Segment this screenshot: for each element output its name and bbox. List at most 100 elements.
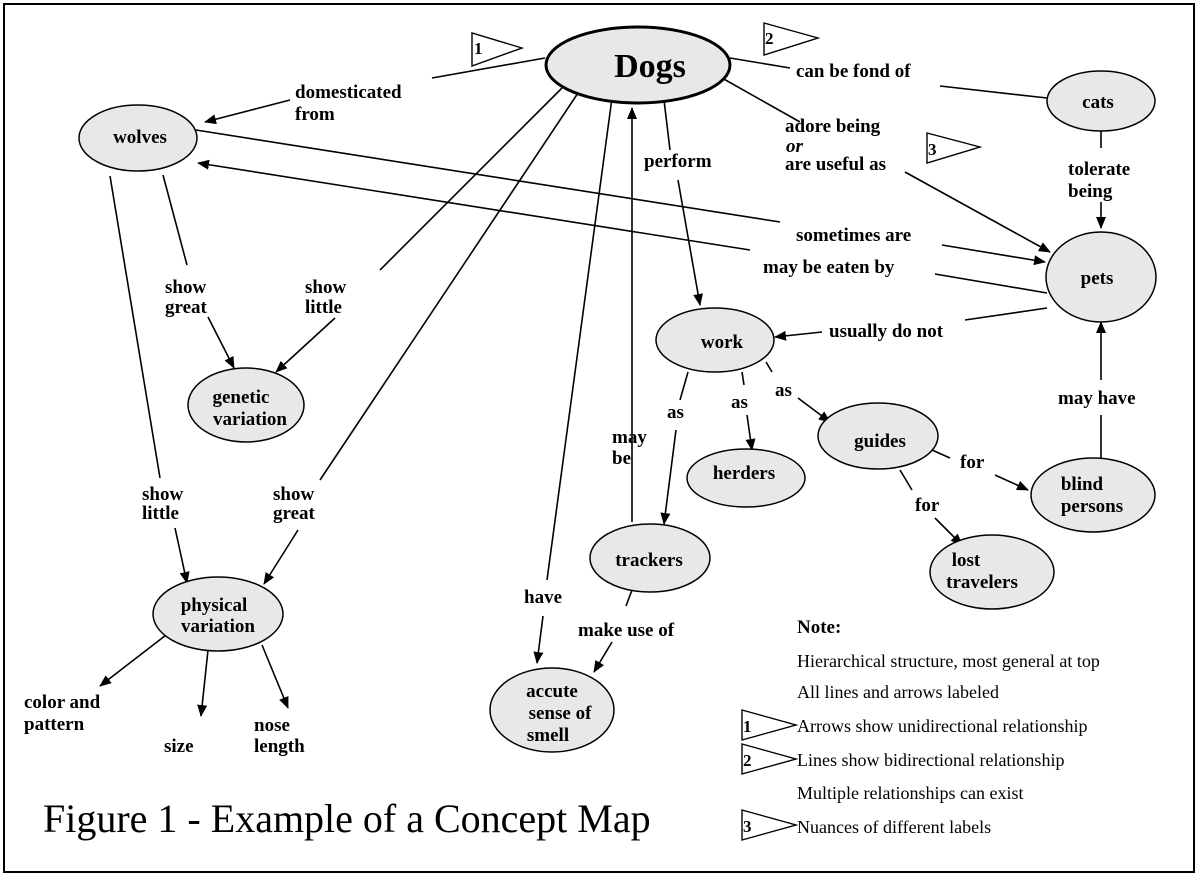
link-arrow [660, 429, 677, 525]
nodes: Dogs wolves cats pets work genetic varia… [24, 25, 1157, 757]
link-line [939, 85, 1048, 99]
link-arrow [261, 644, 289, 709]
node-genetic-label: variation [213, 409, 287, 430]
link-line [625, 589, 633, 607]
node-wolves: wolves [78, 104, 198, 172]
link-line [319, 92, 579, 481]
node-smell-label: accute [526, 681, 578, 702]
label-can-be-fond-of: can be fond of [796, 61, 911, 82]
link-arrow [941, 244, 1046, 266]
note-heading: Note: [797, 617, 841, 638]
label-tolerate-being: tolerate [1068, 159, 1130, 180]
node-pets-label: pets [1081, 268, 1114, 289]
label-for: for [915, 495, 940, 516]
link-line [109, 175, 161, 479]
label-as: as [775, 380, 792, 401]
label-show-little: show [305, 277, 346, 298]
label-may-be-eaten-by: may be eaten by [763, 257, 895, 278]
note-legend: Note: Hierarchical structure, most gener… [741, 617, 1100, 841]
link-arrow [593, 641, 613, 673]
node-lost-label: lost [952, 550, 981, 571]
flag-2-number: 2 [765, 29, 774, 48]
node-work-label: work [701, 332, 744, 353]
label-have: have [524, 587, 562, 608]
label-show-little: show [142, 484, 183, 505]
link-line [162, 174, 188, 266]
link-line [964, 307, 1048, 321]
node-blind-label: blind [1061, 474, 1104, 495]
flag-3-number: 3 [928, 140, 937, 159]
link-arrow [207, 316, 235, 369]
link-arrow [204, 99, 291, 125]
node-dogs: Dogs [544, 25, 732, 105]
connections [99, 57, 1106, 717]
node-smell-label: sense of [529, 703, 592, 724]
node-blind-persons: blind persons [1030, 457, 1156, 533]
flag-1-number: 1 [474, 39, 483, 58]
node-genetic-label: genetic [213, 387, 270, 408]
note-line: Multiple relationships can exist [797, 783, 1023, 803]
node-physical-label: physical [181, 595, 248, 616]
link-line [934, 273, 1048, 294]
node-color-and-pattern: color and [24, 692, 101, 713]
flag-1: 1 [471, 32, 525, 67]
flag-2: 2 [763, 22, 821, 56]
node-trackers-label: trackers [615, 550, 683, 571]
link-arrow [774, 330, 823, 341]
node-wolves-label: wolves [113, 127, 167, 148]
link-line [899, 469, 913, 491]
link-line [765, 361, 773, 373]
label-may-be: may [612, 427, 647, 448]
link-line [546, 97, 613, 581]
node-size: size [164, 736, 194, 757]
label-show-little: little [305, 297, 342, 318]
node-genetic-variation: genetic variation [187, 367, 305, 443]
note-line: All lines and arrows labeled [797, 682, 999, 702]
link-line [729, 57, 791, 69]
label-make-use-of: make use of [578, 620, 675, 641]
link-line [721, 77, 801, 123]
legend-flag-2 [741, 743, 799, 775]
note-line: Lines show bidirectional relationship [797, 750, 1064, 770]
node-herders-label: herders [713, 463, 775, 484]
node-nose-length: length [254, 736, 305, 757]
link-arrow [745, 414, 756, 451]
link-line [431, 57, 546, 79]
node-work: work [655, 307, 775, 373]
link-line [663, 99, 671, 151]
node-cats: cats [1046, 70, 1156, 132]
label-sometimes-are: sometimes are [796, 225, 911, 246]
label-show-great: show [165, 277, 206, 298]
label-adore-being: adore being [785, 116, 881, 137]
label-are-useful-as: are useful as [785, 154, 886, 175]
note-line: Arrows show unidirectional relationship [797, 716, 1087, 736]
node-trackers: trackers [589, 523, 711, 593]
node-blind-label: persons [1061, 496, 1123, 517]
label-or: or [786, 136, 804, 157]
legend-flag-3-number: 3 [743, 817, 752, 836]
legend-flag-1 [741, 709, 799, 741]
node-herders: herders [686, 448, 806, 508]
link-labels: domesticated from can be fond of adore b… [142, 61, 1136, 641]
node-nose-length: nose [254, 715, 290, 736]
label-domesticated-from: domesticated [295, 82, 402, 103]
link-arrow [275, 317, 336, 373]
link-line [931, 449, 951, 459]
label-for: for [960, 452, 985, 473]
link-arrow [994, 474, 1029, 491]
link-arrow [533, 615, 544, 664]
label-as: as [731, 392, 748, 413]
legend-flag-1-number: 1 [743, 717, 752, 736]
node-smell-label: smell [527, 725, 569, 746]
link-arrow [797, 397, 831, 423]
label-usually-do-not: usually do not [829, 321, 944, 342]
link-arrow [197, 159, 751, 251]
node-cats-label: cats [1082, 92, 1114, 113]
link-arrow [174, 527, 190, 584]
label-as: as [667, 402, 684, 423]
link-arrow [99, 631, 171, 687]
node-lost-travelers: lost travelers [929, 534, 1055, 610]
node-pets: pets [1045, 231, 1157, 323]
link-arrow [677, 179, 704, 306]
